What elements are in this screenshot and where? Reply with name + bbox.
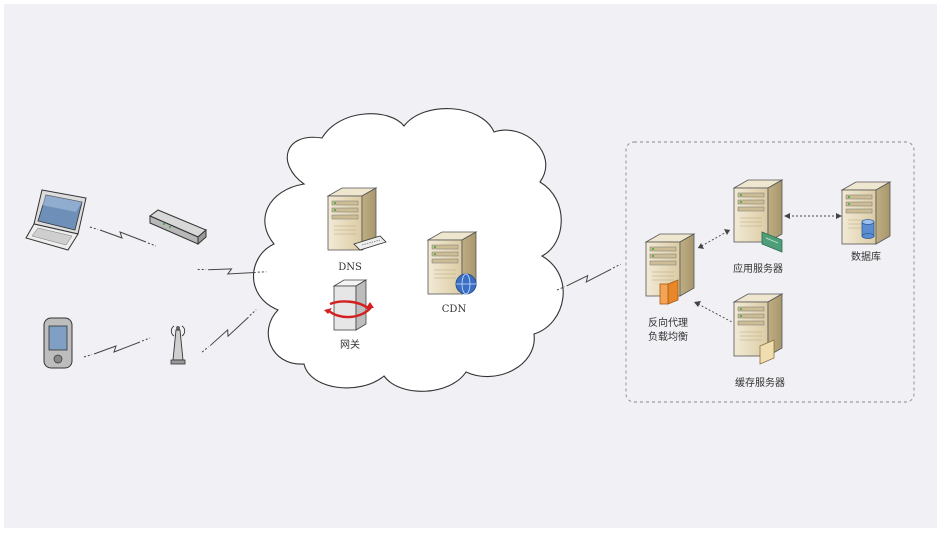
modem-icon bbox=[149, 209, 207, 246]
database-server-icon bbox=[841, 181, 891, 245]
cloud-shape bbox=[253, 108, 564, 392]
gateway-label: 网关 bbox=[340, 338, 360, 351]
dns-server-icon bbox=[327, 187, 387, 251]
cdn-server-icon bbox=[427, 231, 477, 295]
connector-app-db bbox=[784, 213, 842, 219]
cdn-label: CDN bbox=[442, 304, 467, 315]
antenna-icon bbox=[170, 325, 186, 365]
app-server-icon bbox=[733, 179, 783, 253]
link-pda-antenna bbox=[83, 337, 151, 358]
cache-server-icon bbox=[733, 293, 783, 365]
database-label: 数据库 bbox=[851, 250, 881, 263]
diagram-svg: DNS 网关 CDN 反向代理 负载均衡 应用服务器 缓存服务器 bbox=[25, 108, 915, 403]
proxy-label-line1: 反向代理 bbox=[648, 316, 688, 329]
pda-icon bbox=[43, 317, 73, 369]
connector-proxy-cache bbox=[694, 301, 733, 323]
link-cloud-proxy bbox=[554, 263, 624, 291]
link-laptop-modem bbox=[89, 226, 157, 247]
laptop-icon bbox=[25, 189, 87, 251]
proxy-server-icon bbox=[645, 233, 695, 305]
diagram-canvas: DNS 网关 CDN 反向代理 负载均衡 应用服务器 缓存服务器 bbox=[4, 4, 937, 528]
app-server-label: 应用服务器 bbox=[733, 262, 783, 275]
cache-server-label: 缓存服务器 bbox=[735, 376, 785, 389]
dns-label: DNS bbox=[338, 262, 362, 273]
proxy-label-line2: 负载均衡 bbox=[648, 330, 688, 343]
link-antenna-cloud bbox=[194, 309, 264, 353]
connector-proxy-app bbox=[697, 229, 731, 249]
gateway-firewall-icon bbox=[324, 279, 374, 331]
internet-cloud bbox=[253, 108, 564, 392]
